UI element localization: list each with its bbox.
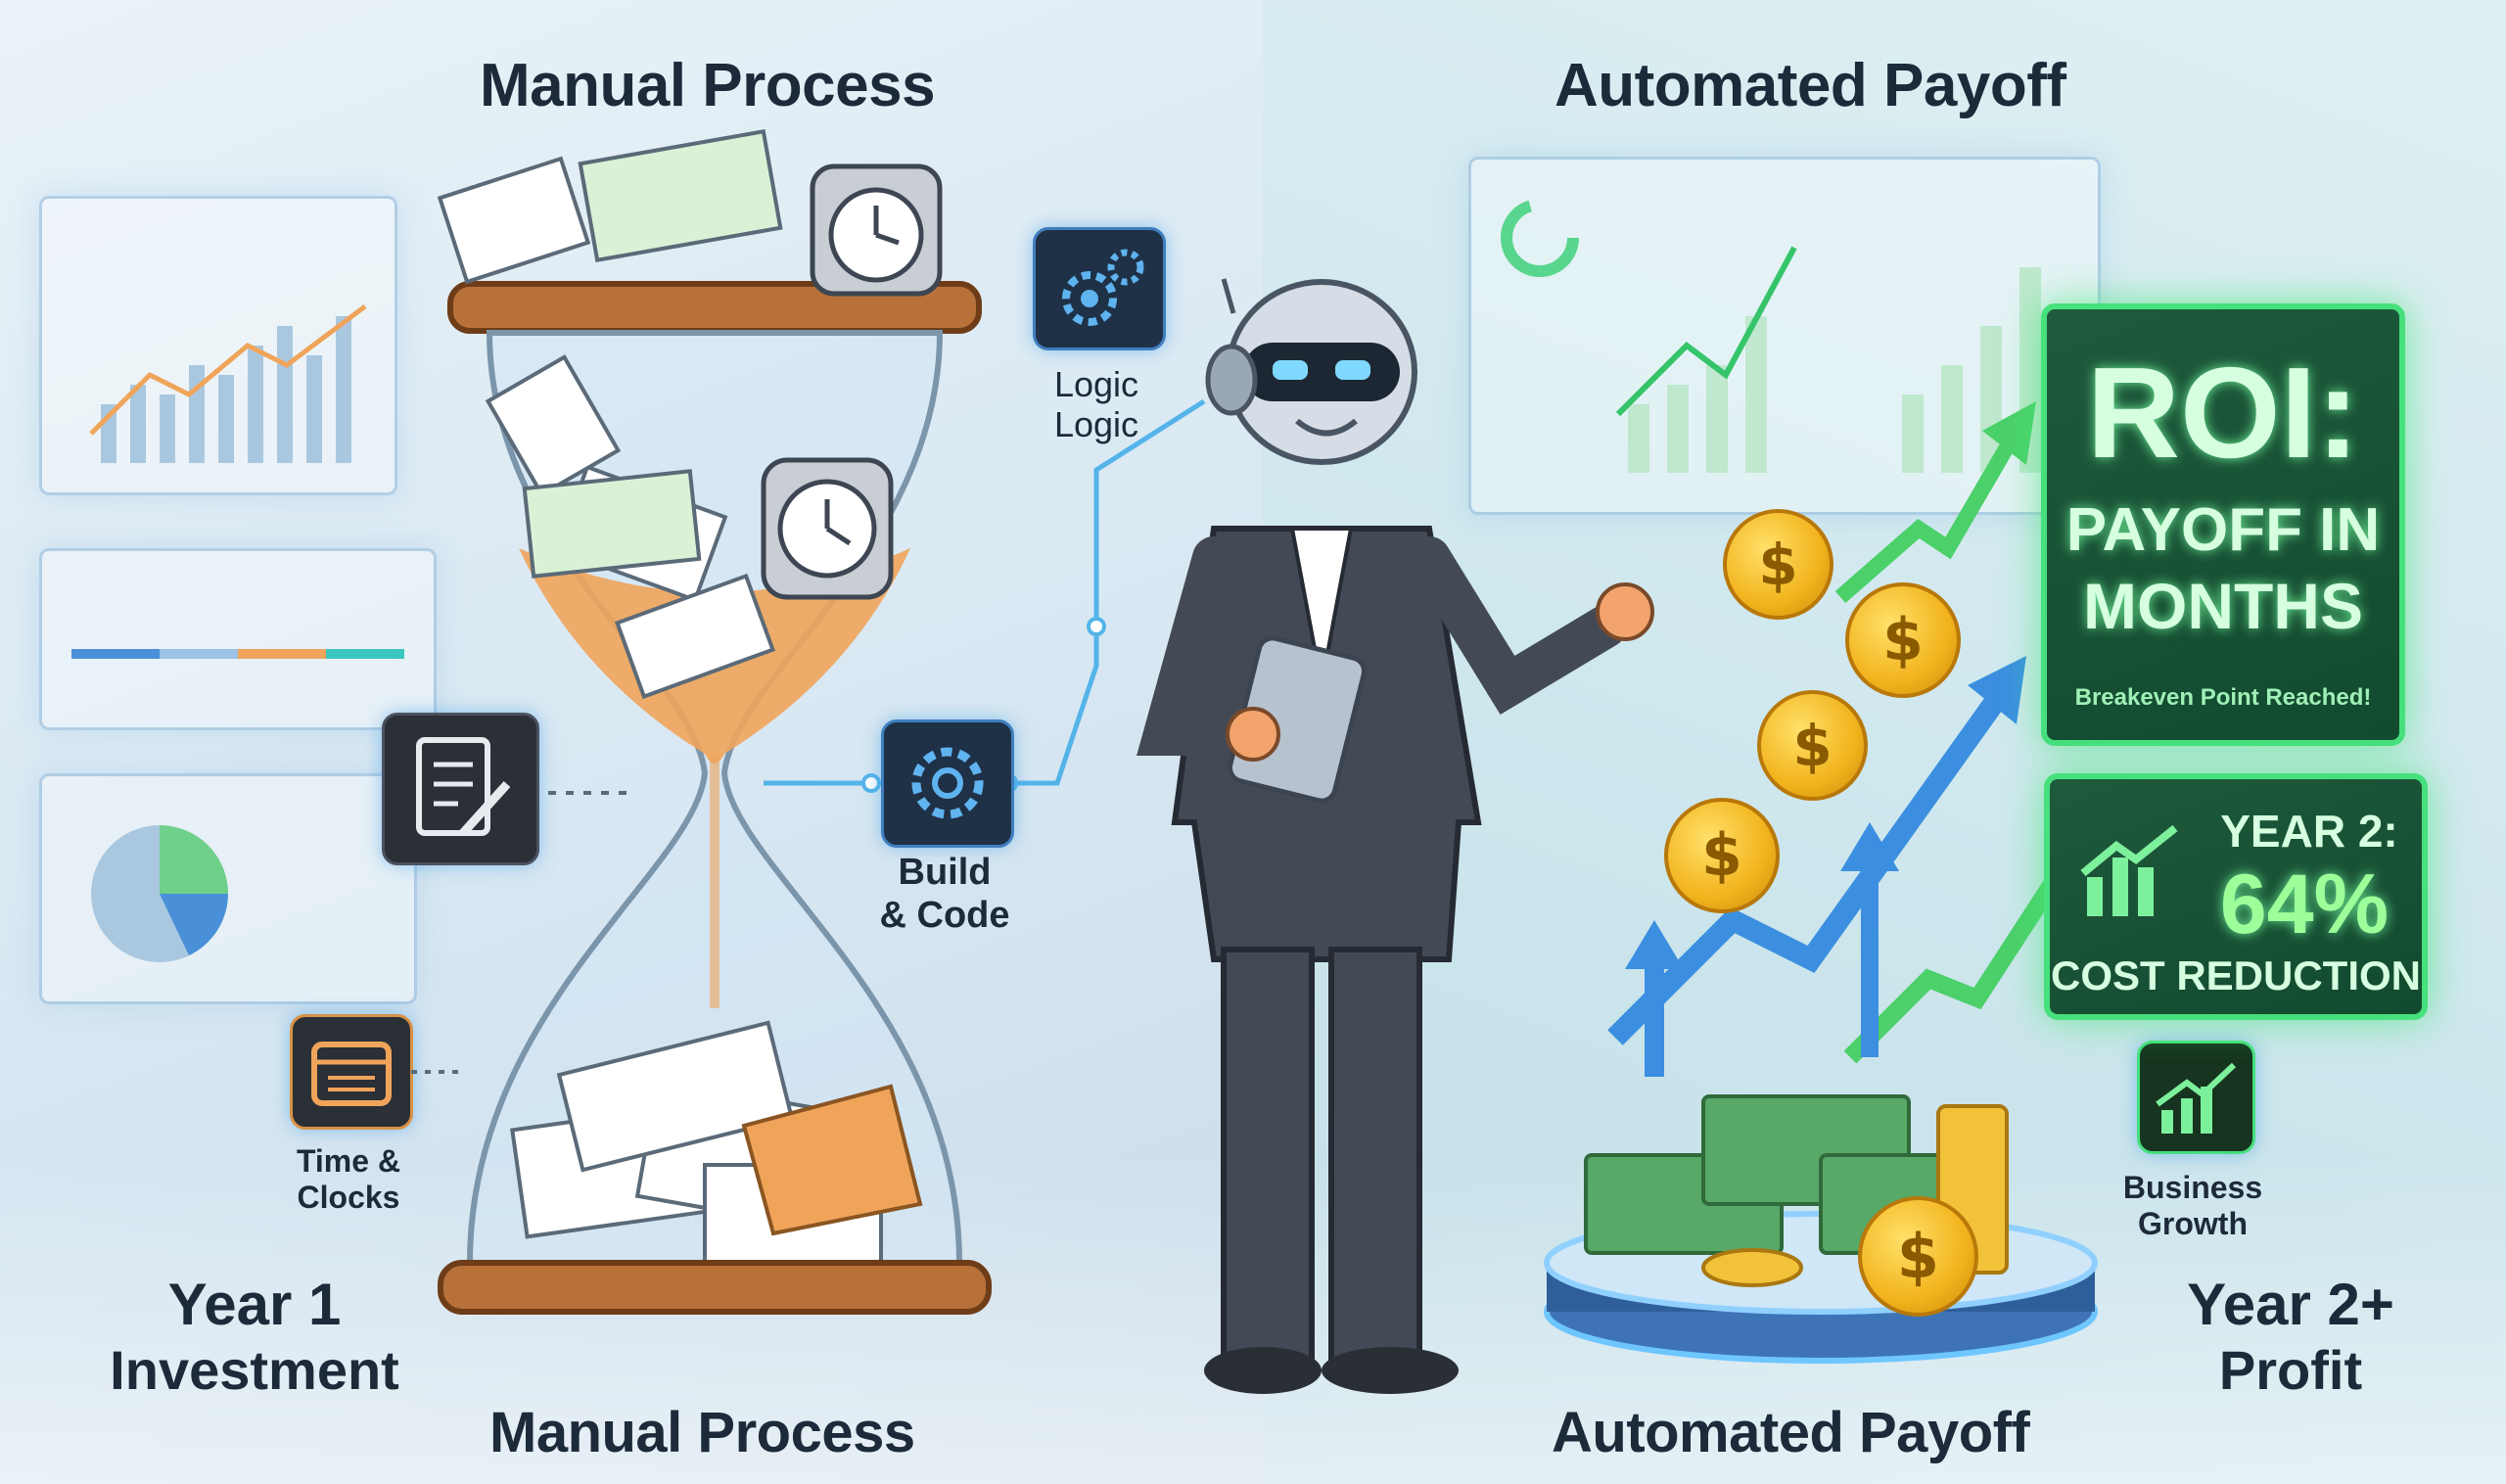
year2-line2: Profit <box>2218 1339 2363 1401</box>
roi-headline: ROI: <box>2086 341 2360 485</box>
roi-line2: PAYOFF IN <box>2065 496 2381 564</box>
background-dashboard-panel <box>39 196 397 495</box>
roi-sub: Breakeven Point Reached! <box>2074 684 2372 711</box>
hourglass-illustration <box>437 128 992 1315</box>
roi-line3: MONTHS <box>2083 570 2363 642</box>
savings-value: 64% <box>2219 858 2390 951</box>
savings-panel: YEAR 2: 64% COST REDUCTION <box>2044 773 2428 1020</box>
right-bottom-title: Automated Payoff <box>1552 1401 2030 1464</box>
year2-line1: Year 2+ <box>2187 1272 2394 1337</box>
left-bottom-title: Manual Process <box>489 1401 915 1464</box>
background-bar-chart <box>89 304 367 463</box>
background-pie-panel <box>39 773 417 1004</box>
time-connector <box>411 1070 465 1074</box>
roi-panel: ROI: PAYOFF IN MONTHS Breakeven Point Re… <box>2041 303 2405 746</box>
savings-caption: COST REDUCTION <box>2051 952 2421 998</box>
right-top-title: Automated Payoff <box>1555 52 2066 119</box>
calendar-clock-icon <box>311 1042 392 1106</box>
money-pedestal <box>1544 1094 2098 1364</box>
growth-chart-icon <box>2080 824 2178 916</box>
growth-tile <box>2137 1041 2255 1154</box>
growth-label: Business Growth <box>2122 1170 2263 1241</box>
left-top-title: Manual Process <box>480 52 936 119</box>
year1-line2: Investment <box>110 1339 399 1401</box>
background-timeline-panel <box>39 548 437 730</box>
savings-label: YEAR 2: <box>2220 806 2398 857</box>
logic-gears-icon <box>1062 249 1144 326</box>
logic-tile <box>1033 227 1166 350</box>
year1-line1: Year 1 <box>167 1272 342 1337</box>
build-label: Build & Code <box>879 852 1010 936</box>
growth-arrows <box>1607 401 2124 1077</box>
time-tile <box>290 1014 413 1130</box>
build-tile <box>881 719 1014 848</box>
robot-businessman-illustration <box>1137 278 1654 1394</box>
logic-label: Logic Logic <box>1053 364 1139 445</box>
dollar-coin-icon: $ <box>1664 798 1780 913</box>
document-pen-icon <box>416 737 511 837</box>
dollar-coin-icon: $ <box>1845 582 1961 698</box>
dollar-coin-icon: $ <box>1858 1196 1978 1317</box>
document-tile <box>382 713 539 865</box>
growth-chart-icon <box>2156 1062 2237 1134</box>
dollar-coin-icon: $ <box>1723 509 1833 620</box>
dollar-coin-icon: $ <box>1757 690 1868 801</box>
build-gear-icon <box>911 747 984 819</box>
time-label: Time & Clocks <box>296 1143 401 1215</box>
